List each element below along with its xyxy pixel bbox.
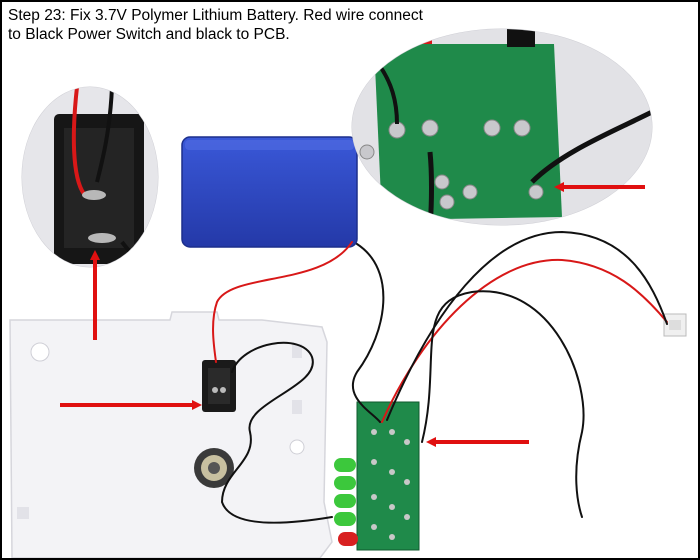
- battery-black-wire: [351, 243, 385, 423]
- battery-icon: [181, 136, 358, 248]
- acrylic-panel: [9, 311, 333, 558]
- dc-jack-icon: [194, 448, 234, 488]
- step-caption: Step 23: Fix 3.7V Polymer Lithium Batter…: [8, 7, 423, 43]
- switch-closeup-inset: [21, 86, 159, 268]
- switch-icon: [202, 360, 236, 412]
- panel-slot: [292, 344, 302, 358]
- pcb-icon: [356, 401, 420, 551]
- switch-black-wire: [220, 341, 333, 524]
- panel-hole: [289, 439, 305, 455]
- output-black-wire: [386, 230, 668, 421]
- battery-red-wire: [212, 241, 353, 363]
- panel-slot: [17, 507, 29, 519]
- loose-black-wire: [421, 290, 585, 518]
- led-icon: [334, 458, 358, 546]
- panel-hole: [30, 342, 50, 362]
- output-red-wire: [381, 258, 668, 423]
- pcb-closeup-inset: [351, 28, 653, 226]
- panel-slot: [292, 400, 302, 414]
- connector-icon: [663, 313, 687, 337]
